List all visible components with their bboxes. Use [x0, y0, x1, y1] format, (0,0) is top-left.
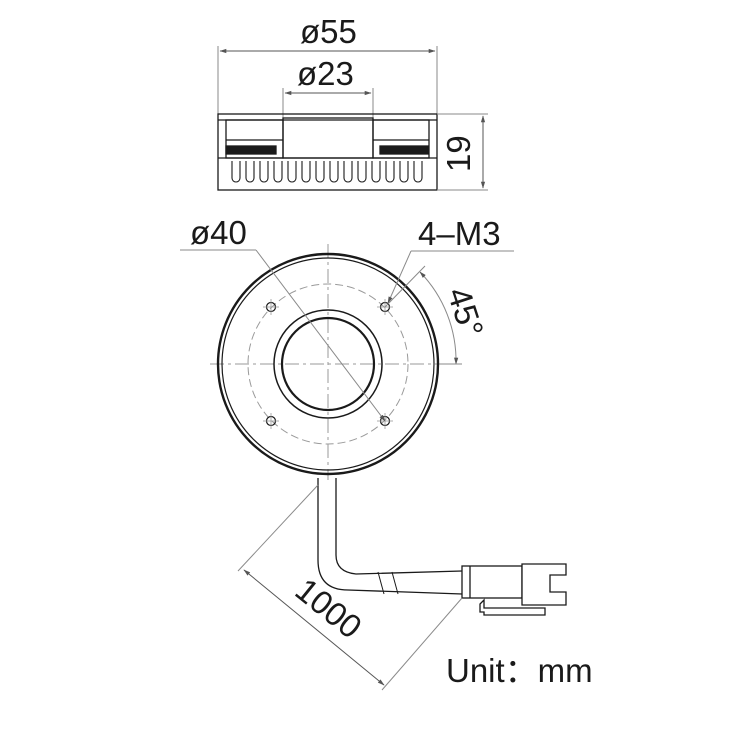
cable-outer-path — [317, 478, 463, 595]
cable-connector-plug — [521, 563, 567, 606]
side-body-outline — [217, 113, 438, 191]
unit-note: Unit：mm — [446, 652, 593, 689]
angle-label: 45° — [440, 283, 491, 342]
cable-assembly — [237, 478, 567, 691]
led-band-left — [225, 145, 277, 155]
angle-arc — [419, 271, 459, 365]
height-label: 19 — [440, 135, 477, 172]
front-aperture-inner — [280, 316, 376, 412]
cable-inner-path — [335, 478, 463, 575]
side-fins — [231, 161, 423, 183]
bolt-circle — [247, 283, 409, 445]
side-center-hub — [282, 117, 374, 159]
cable-connector-body — [461, 565, 523, 599]
side-view — [217, 46, 488, 191]
front-aperture-outer — [273, 309, 383, 419]
cable-connector-latch — [479, 598, 546, 616]
outer-diameter-label: ø55 — [300, 13, 357, 50]
cable-length-dim-line — [243, 569, 385, 686]
led-band-right — [379, 145, 429, 155]
inner-diameter-label: ø23 — [297, 55, 354, 92]
screw-holes-label: 4–M3 — [418, 215, 501, 252]
cable-length-label: 1000 — [289, 571, 369, 646]
front-view — [180, 244, 514, 480]
bolt-circle-label: ø40 — [190, 214, 247, 251]
